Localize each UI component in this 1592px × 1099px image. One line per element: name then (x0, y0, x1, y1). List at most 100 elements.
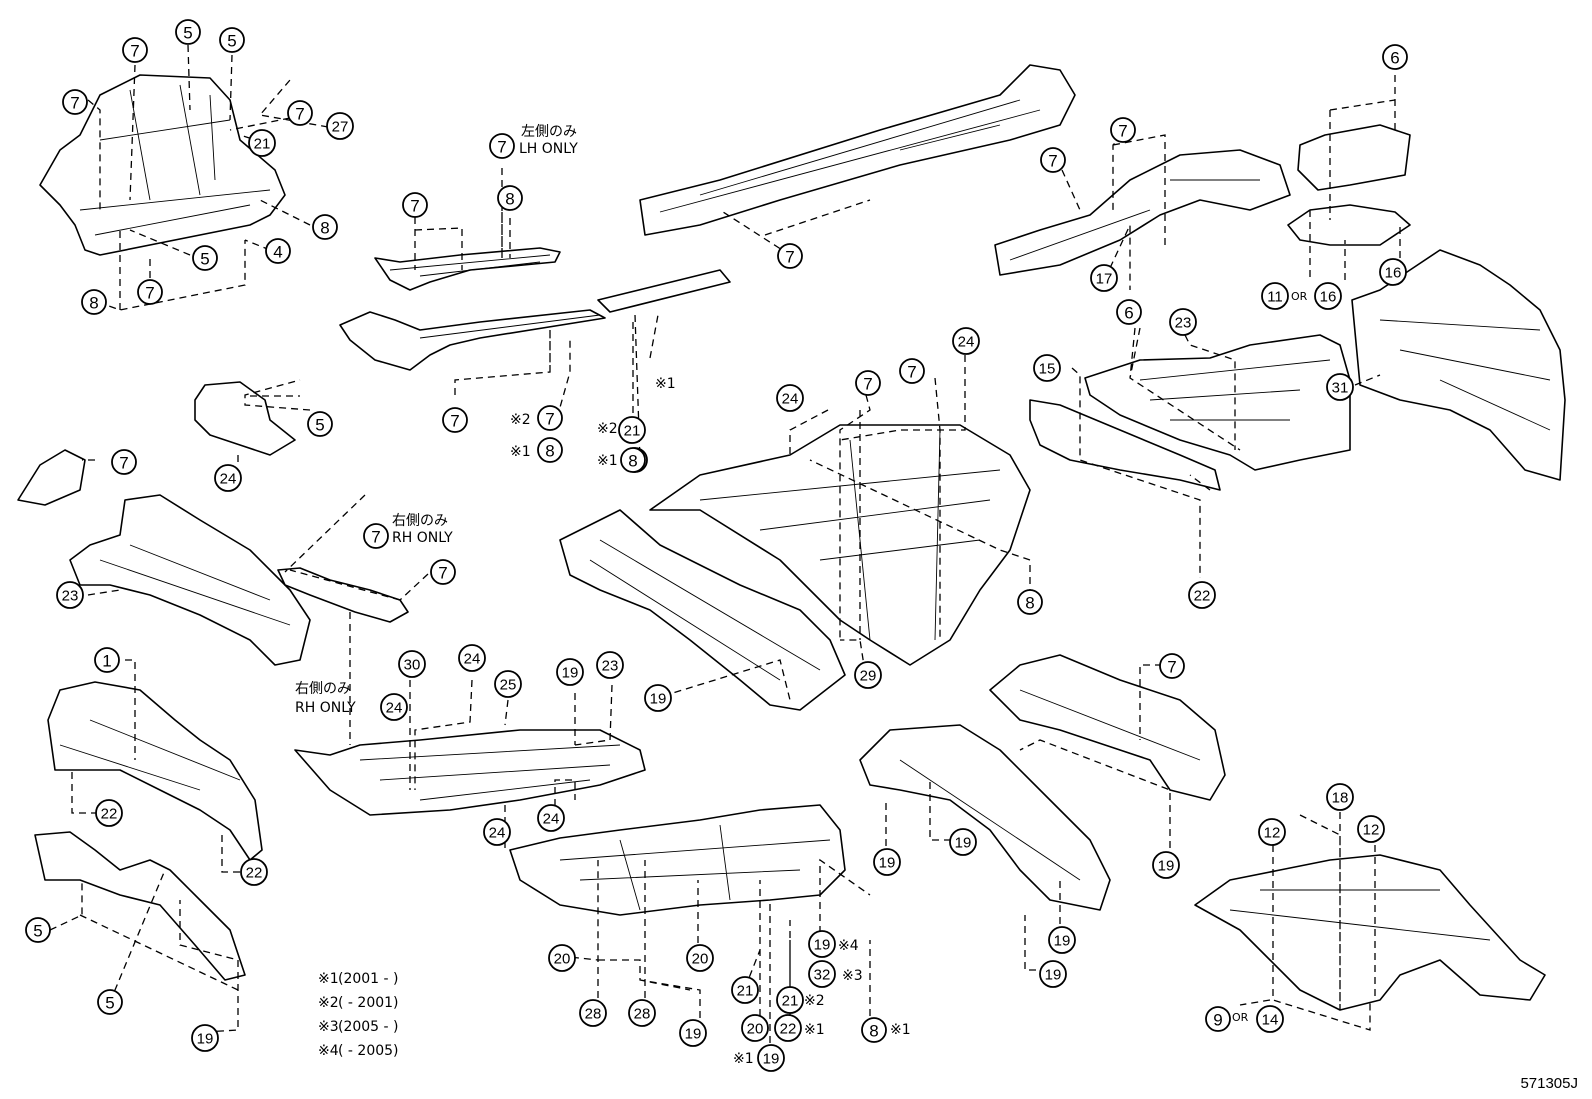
callout-7: 7 (122, 37, 148, 63)
callout-7: 7 (899, 358, 925, 384)
mark-label: ※1 (733, 1051, 754, 1067)
callout-circle (214, 464, 242, 492)
callout-number: 27 (332, 119, 349, 136)
callout-circle (1116, 299, 1142, 325)
callout-number: 4 (273, 243, 282, 262)
callout-circle (548, 944, 576, 972)
callout-19: 19 (644, 684, 672, 712)
callout-circle (312, 214, 338, 240)
callout-number: 7 (130, 42, 139, 61)
callout-circle (1258, 818, 1286, 846)
callout-circle (1314, 282, 1342, 310)
callout-number: 17 (1096, 271, 1113, 288)
callout-number: 21 (254, 136, 271, 153)
footnote-mark: ※1 (318, 971, 339, 987)
part-outlines (17, 64, 1566, 1011)
callout-number: 31 (1332, 380, 1349, 397)
callout-number: 24 (543, 811, 560, 828)
callout-number: 32 (814, 967, 831, 984)
callout-number: 29 (860, 668, 877, 685)
mark-label: ※1 (804, 1022, 825, 1038)
mark-label: ※1 (890, 1022, 911, 1038)
callout-19: 19 (808, 930, 836, 958)
callout-circle (620, 447, 646, 473)
callout-circle (1326, 373, 1354, 401)
callout-circle (494, 670, 522, 698)
callout-8: 8 (537, 437, 563, 463)
callout-circle (861, 1017, 887, 1043)
callout-number: 19 (879, 855, 896, 872)
callout-number: 7 (545, 410, 554, 429)
mark-label: ※2 (804, 993, 825, 1009)
callout-24: 24 (483, 818, 511, 846)
footnote-mark: ※2 (318, 995, 339, 1011)
callout-number: 21 (624, 423, 641, 440)
callout-19: 19 (679, 1019, 707, 1047)
callout-number: 16 (1385, 265, 1402, 282)
callout-19: 19 (1039, 960, 1067, 988)
callout-8: 8 (1017, 589, 1043, 615)
callout-number: 22 (246, 865, 263, 882)
callout-circle (489, 133, 515, 159)
callout-number: 21 (782, 993, 799, 1010)
callout-number: 7 (450, 412, 459, 431)
callout-number: 5 (315, 416, 324, 435)
callout-circle (686, 944, 714, 972)
callout-14: 14 (1256, 1005, 1284, 1033)
callout-23: 23 (1169, 308, 1197, 336)
callout-circle (191, 1024, 219, 1052)
callout-7: 7 (489, 133, 515, 159)
callout-4: 4 (265, 238, 291, 264)
callout-20: 20 (741, 1014, 769, 1042)
callout-number: 22 (1194, 588, 1211, 605)
callout-number: 7 (295, 105, 304, 124)
callout-11: 11 (1261, 282, 1289, 310)
callout-circle (1188, 581, 1216, 609)
callout-number: 12 (1264, 825, 1281, 842)
mark-label: ※1 (655, 376, 676, 392)
callout-5: 5 (307, 411, 333, 437)
callout-number: 23 (1175, 315, 1192, 332)
callout-circle (483, 818, 511, 846)
callout-circle (25, 917, 51, 943)
callout-circle (62, 89, 88, 115)
callout-circle (777, 243, 803, 269)
callout-5: 5 (219, 27, 245, 53)
callout-circle (248, 129, 276, 157)
callout-number: 7 (410, 197, 419, 216)
callout-number: 19 (763, 1051, 780, 1068)
callout-circle (1017, 589, 1043, 615)
callout-circle (808, 930, 836, 958)
mark-label: ※3 (842, 968, 863, 984)
callout-number: 19 (955, 835, 972, 852)
callout-number: 19 (1054, 933, 1071, 950)
callout-number: 25 (500, 677, 517, 694)
callout-7: 7 (287, 100, 313, 126)
callout-number: 18 (1332, 790, 1349, 807)
callout-number: 8 (869, 1022, 878, 1041)
callout-19: 19 (191, 1024, 219, 1052)
callout-number: 9 (1213, 1011, 1222, 1030)
mark-label: ※2 (597, 421, 618, 437)
callout-9: 9 (1205, 1006, 1231, 1032)
callout-circle (122, 37, 148, 63)
callout-19: 19 (873, 848, 901, 876)
callout-circle (1110, 117, 1136, 143)
callout-number: 6 (1124, 304, 1133, 323)
callout-21: 21 (731, 976, 759, 1004)
callout-number: 24 (958, 334, 975, 351)
callout-number: 24 (489, 825, 506, 842)
callout-6: 6 (1382, 44, 1408, 70)
callout-number: 24 (464, 651, 481, 668)
callout-circle (855, 370, 881, 396)
lh-only-jp-label: 左側のみ (521, 124, 577, 140)
callout-circle (808, 960, 836, 988)
callout-circle (1357, 815, 1385, 843)
callout-24: 24 (380, 693, 408, 721)
footnote-text: (2005 - ) (338, 1019, 399, 1035)
callout-circle (1033, 354, 1061, 382)
callout-number: 7 (1167, 658, 1176, 677)
callout-7: 7 (1040, 147, 1066, 173)
callout-circle (774, 1014, 802, 1042)
